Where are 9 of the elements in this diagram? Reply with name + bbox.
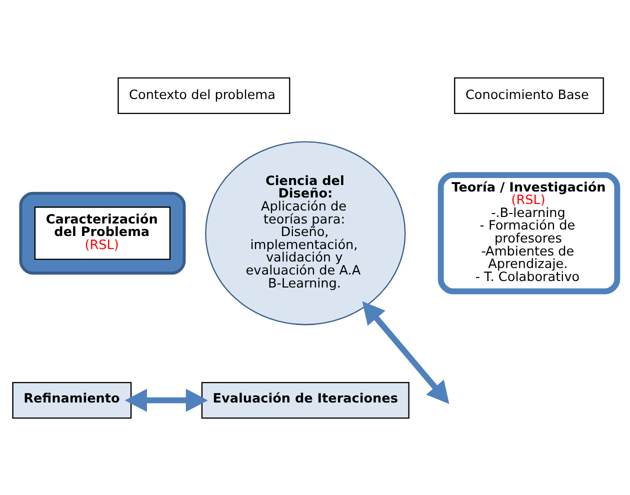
node-box: Evaluación de Iteraciones	[201, 382, 410, 418]
node-box: Conocimiento Base	[454, 76, 604, 114]
node-box: Caracterización del Problema (RSL)	[34, 206, 171, 260]
node-box: Contexto del problema	[118, 76, 290, 114]
node-box: Teoría / Investigación (RSL) -.B-learning - Formación de profesores -Ambientes de Aprendizaje. - T. Colaborativo	[438, 172, 620, 294]
arrow	[124, 388, 208, 412]
node-box: Refinamiento	[12, 382, 132, 418]
cluster	[19, 191, 186, 274]
arrow	[362, 300, 450, 404]
